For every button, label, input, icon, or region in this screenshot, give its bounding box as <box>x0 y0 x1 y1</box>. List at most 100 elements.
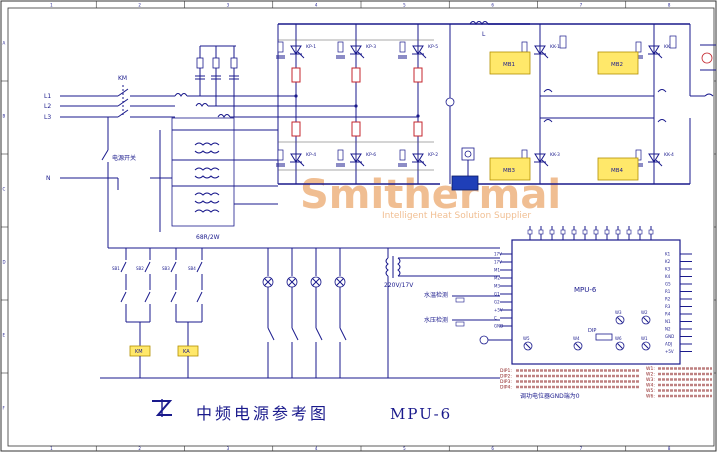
dip-switch[interactable] <box>595 333 613 341</box>
frame-tick-top: 5 <box>403 3 406 8</box>
controller-left-pin: M1 <box>494 268 500 273</box>
thyristor-label: KP-3 <box>366 44 376 50</box>
phase-label-l1: L1 <box>44 93 51 100</box>
thyristor-label: KP-5 <box>428 44 438 50</box>
controller-right-pin: R1 <box>665 289 671 294</box>
thyristor-label: KK-1 <box>550 44 560 50</box>
frame-tick-side: B <box>3 114 6 119</box>
controller-left-pin: M3 <box>494 284 500 289</box>
rectifier-bridge: KP-1 KP-3 KP-5KP-4 KP-6 KP-2 <box>276 24 438 184</box>
controller-top-pins <box>527 226 654 240</box>
relay-coil-label: KA <box>183 349 190 355</box>
pulse-box-label: MB3 <box>503 168 516 174</box>
thyristor-label: KP-6 <box>366 152 376 158</box>
controller-right-pin: N2 <box>665 327 671 332</box>
rectifier-top-thyristor: KP-1 <box>276 41 316 59</box>
pulse-transformer-box <box>597 51 639 75</box>
controller-name: MPU-6 <box>574 286 597 294</box>
potentiometer-label: W2 <box>641 310 648 315</box>
pulse-transformer-box <box>489 157 531 181</box>
push-button-label: SB2 <box>136 266 144 271</box>
controller-left-pin: G1 <box>494 292 500 297</box>
notes-right: W1:W2:W3:W4:W5:W6: <box>646 366 712 400</box>
voltage-signal-label: 水压检测 <box>424 316 448 324</box>
pulse-box-label: MB4 <box>611 168 624 174</box>
controller-right-pin: K4 <box>665 274 671 279</box>
push-button-label: SB1 <box>112 266 120 271</box>
note-right-line: W3: <box>646 377 655 383</box>
frame-tick-bottom: 3 <box>227 446 230 451</box>
controller-right-pin: ADJ <box>665 342 672 347</box>
phase-label-l3: L3 <box>44 114 51 121</box>
frame-tick-top: 4 <box>315 3 318 8</box>
note-right-line: W4: <box>646 383 655 389</box>
resistor-label: 68R/2W <box>196 234 220 241</box>
rectifier-bottom-thyristor: KP-4 <box>276 149 316 167</box>
frame-tick-bottom: 8 <box>668 446 671 451</box>
frame-tick-bottom: 2 <box>138 446 141 451</box>
push-button-label: SB4 <box>188 266 196 271</box>
potentiometer-label: W4 <box>573 336 580 341</box>
phase-label-l2: L2 <box>44 103 51 110</box>
frame-tick-side: F <box>3 406 6 411</box>
title-model: MPU-6 <box>390 405 452 423</box>
controller-left-pin: 17V <box>494 252 502 257</box>
controller-left-pin: C <box>494 316 497 321</box>
note-right-line: W2: <box>646 372 655 378</box>
frame-tick-bottom: 7 <box>580 446 583 451</box>
current-transformer-block: 68R/2W <box>150 117 278 241</box>
thyristor-label: KK-3 <box>550 152 560 158</box>
rectifier-top-thyristor: KP-5 <box>398 41 438 59</box>
input-chokes <box>174 93 418 118</box>
current-signal-label: 水温检测 <box>424 291 448 299</box>
inductor-label: L <box>482 31 486 38</box>
potentiometer-label: W5 <box>523 336 530 341</box>
pulse-transformer-box <box>597 157 639 181</box>
title-block: 中频电源参考图 MPU-6 <box>152 399 452 423</box>
frame-tick-bottom: 4 <box>315 446 318 451</box>
frame-tick-side: A <box>3 41 6 46</box>
frame-tick-bottom: 6 <box>491 446 494 451</box>
controller-right-pin: N1 <box>665 319 671 324</box>
current-sensor <box>445 24 479 191</box>
potentiometer-label: W1 <box>641 336 648 341</box>
dip-label: DIP <box>588 328 596 334</box>
thyristor-label: KK-4 <box>664 152 674 158</box>
controller-right-pin: G5 <box>665 282 671 287</box>
controller-right-pin: +5V <box>665 349 674 354</box>
note-left-line: DIP4: <box>500 385 512 391</box>
note-bottom: 调功电位器GND端为0 <box>520 392 580 400</box>
push-button-label: SB3 <box>162 266 170 271</box>
frame-tick-top: 2 <box>138 3 141 8</box>
note-left-line: DIP2: <box>500 374 512 380</box>
load-output <box>689 24 716 184</box>
note-left-line: DIP3: <box>500 379 512 385</box>
frame-tick-side: D <box>3 260 6 265</box>
frame-tick-top: 6 <box>491 3 494 8</box>
controller-right-pin: R2 <box>665 297 671 302</box>
note-right-line: W1: <box>646 366 655 372</box>
frame-tick-bottom: 1 <box>50 446 53 451</box>
frame-tick-top: 1 <box>50 3 53 8</box>
controller-right-pin: K2 <box>665 259 671 264</box>
pulse-box-label: MB2 <box>611 62 623 68</box>
note-right-line: W5: <box>646 388 655 394</box>
potentiometer-label: W6 <box>615 336 622 341</box>
logo <box>152 399 173 417</box>
note-left-line: DIP1: <box>500 368 512 374</box>
snubber-capacitors <box>195 45 239 117</box>
rectifier-bottom-thyristor: KP-2 <box>398 149 438 167</box>
controller-left-pin: G2 <box>494 300 500 305</box>
mains-input: L1 L2 L3 N KM 电源开关 <box>44 75 500 249</box>
potentiometer-label: W3 <box>615 310 622 315</box>
controller-left-pin: GND <box>494 324 503 329</box>
controller-left-pin: +5V <box>494 308 503 313</box>
thyristor-label: KK-2 <box>664 44 674 50</box>
